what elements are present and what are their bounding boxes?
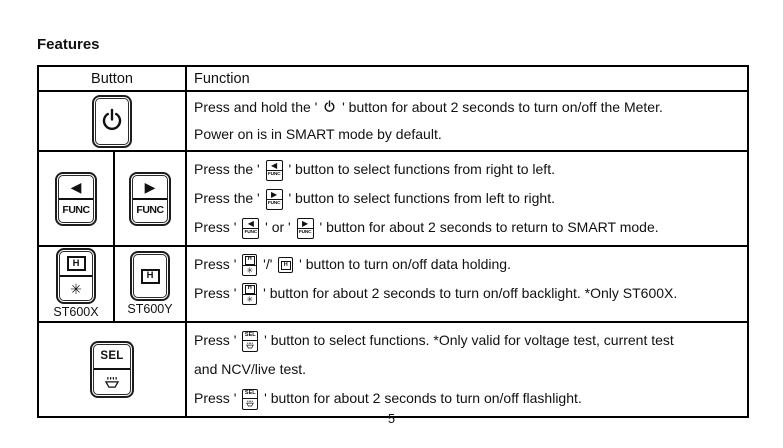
model-label: ST600X <box>53 305 99 319</box>
hold-h-glyph: H <box>140 268 160 284</box>
function-cell: Press the ' ◀FUNC ' button to select fun… <box>185 150 750 247</box>
left-triangle-icon: ◀ <box>59 176 93 200</box>
table-row: SEL Press ' SEL ' button to select funct… <box>36 320 750 418</box>
function-text: '/' <box>259 256 277 272</box>
function-text-line: Press ' H✳ '/' H ' button to turn on/off… <box>194 250 743 279</box>
sel-label: SEL <box>94 345 130 371</box>
hold-backlight-button-icon: H✳ <box>242 254 258 277</box>
button-cell: H ST600Y <box>112 245 188 323</box>
features-table: Button Function Press and hold the ' ' b… <box>36 65 750 418</box>
button-cell <box>36 90 188 152</box>
function-text-line: Press the ' ◀FUNC ' button to select fun… <box>194 155 743 184</box>
function-text: ' button to select functions from left t… <box>284 190 555 206</box>
hold-h-glyph: H <box>66 256 86 271</box>
function-text: and NCV/live test. <box>194 360 307 377</box>
hold-button-icon: H <box>278 257 294 274</box>
model-label: ST600Y <box>127 302 173 316</box>
function-text: ' button for about 2 seconds to turn on/… <box>259 285 678 301</box>
function-text: Press the ' <box>194 190 264 206</box>
function-text: ' button for about 2 seconds to turn on/… <box>338 99 663 115</box>
function-text: Press ' <box>194 331 241 348</box>
page-title: Features <box>37 36 100 53</box>
table-header-row: Button Function <box>36 65 750 92</box>
function-text: ' button for about 2 seconds to turn on/… <box>260 389 582 406</box>
power-button <box>92 94 132 148</box>
hold-h-glyph: H <box>244 255 255 265</box>
hold-button: H <box>130 251 170 301</box>
func-label: FUNC <box>136 204 164 217</box>
button-cell: ◀ FUNC <box>37 150 115 247</box>
function-text-line: Press the ' ▶FUNC ' button to select fun… <box>194 184 743 213</box>
right-triangle-icon: ▶ <box>133 176 167 200</box>
page-number: 5 <box>387 411 396 426</box>
hold-backlight-button-icon: H✳ <box>242 283 258 306</box>
func-label: FUNC <box>62 204 90 217</box>
function-text-line: Press ' SEL ' button for about 2 seconds… <box>194 384 743 413</box>
function-text: Power on is in SMART mode by default. <box>194 126 442 142</box>
function-text: ' button for about 2 seconds to return t… <box>315 219 659 235</box>
button-cell: SEL <box>36 320 188 418</box>
hold-h-glyph: H <box>280 260 291 270</box>
func-right-button-icon: ▶FUNC <box>265 188 283 210</box>
function-text: ' or ' <box>261 219 295 235</box>
function-text: Press ' <box>194 389 241 406</box>
function-column-header: Function <box>185 65 750 92</box>
function-cell: Press ' H✳ '/' H ' button to turn on/off… <box>185 245 750 323</box>
table-row: Press and hold the ' ' button for about … <box>36 90 750 152</box>
function-cell: Press ' SEL ' button to select functions… <box>185 320 750 418</box>
func-left-button-icon: ◀FUNC <box>265 159 283 181</box>
function-text-line: Press ' ◀FUNC ' or ' ▶FUNC ' button for … <box>194 213 743 242</box>
function-text-line: and NCV/live test. <box>194 355 743 384</box>
button-cell: ▶ FUNC <box>112 150 188 247</box>
function-text-line: Press ' H✳ ' button for about 2 seconds … <box>194 279 743 308</box>
function-text: Press ' <box>194 256 241 272</box>
function-text: ' button to turn on/off data holding. <box>295 256 511 272</box>
function-cell: Press and hold the ' ' button for about … <box>185 90 750 152</box>
flashlight-icon <box>94 370 130 394</box>
sel-button: SEL <box>90 340 134 398</box>
func-right-button-icon: ▶FUNC <box>296 217 314 239</box>
sel-button-icon: SEL <box>242 330 259 352</box>
func-left-button-icon: ◀FUNC <box>242 217 260 239</box>
function-text-line: Press ' SEL ' button to select functions… <box>194 326 743 355</box>
func-left-button: ◀ FUNC <box>55 171 97 226</box>
button-cell: H ✳ST600X <box>37 245 115 323</box>
features-table-body: Press and hold the ' ' button for about … <box>36 90 750 418</box>
function-text-line: Power on is in SMART mode by default. <box>194 122 743 147</box>
function-text: ' button to select functions. *Only vali… <box>260 331 674 348</box>
function-text: Press and hold the ' <box>194 99 322 115</box>
power-icon <box>96 99 128 144</box>
function-text: ' button to select functions from right … <box>284 161 555 177</box>
sel-button-icon: SEL <box>242 388 259 410</box>
hold-h-glyph: H <box>244 284 255 294</box>
hold-backlight-button: H ✳ <box>56 248 96 304</box>
button-column-header: Button <box>36 65 188 92</box>
power-button-icon <box>323 97 336 122</box>
backlight-icon: ✳ <box>70 280 82 297</box>
function-text: Press ' <box>194 285 241 301</box>
function-text: Press the ' <box>194 161 264 177</box>
func-right-button: ▶ FUNC <box>129 171 171 226</box>
function-text-line: Press and hold the ' ' button for about … <box>194 95 743 122</box>
function-text: Press ' <box>194 219 241 235</box>
